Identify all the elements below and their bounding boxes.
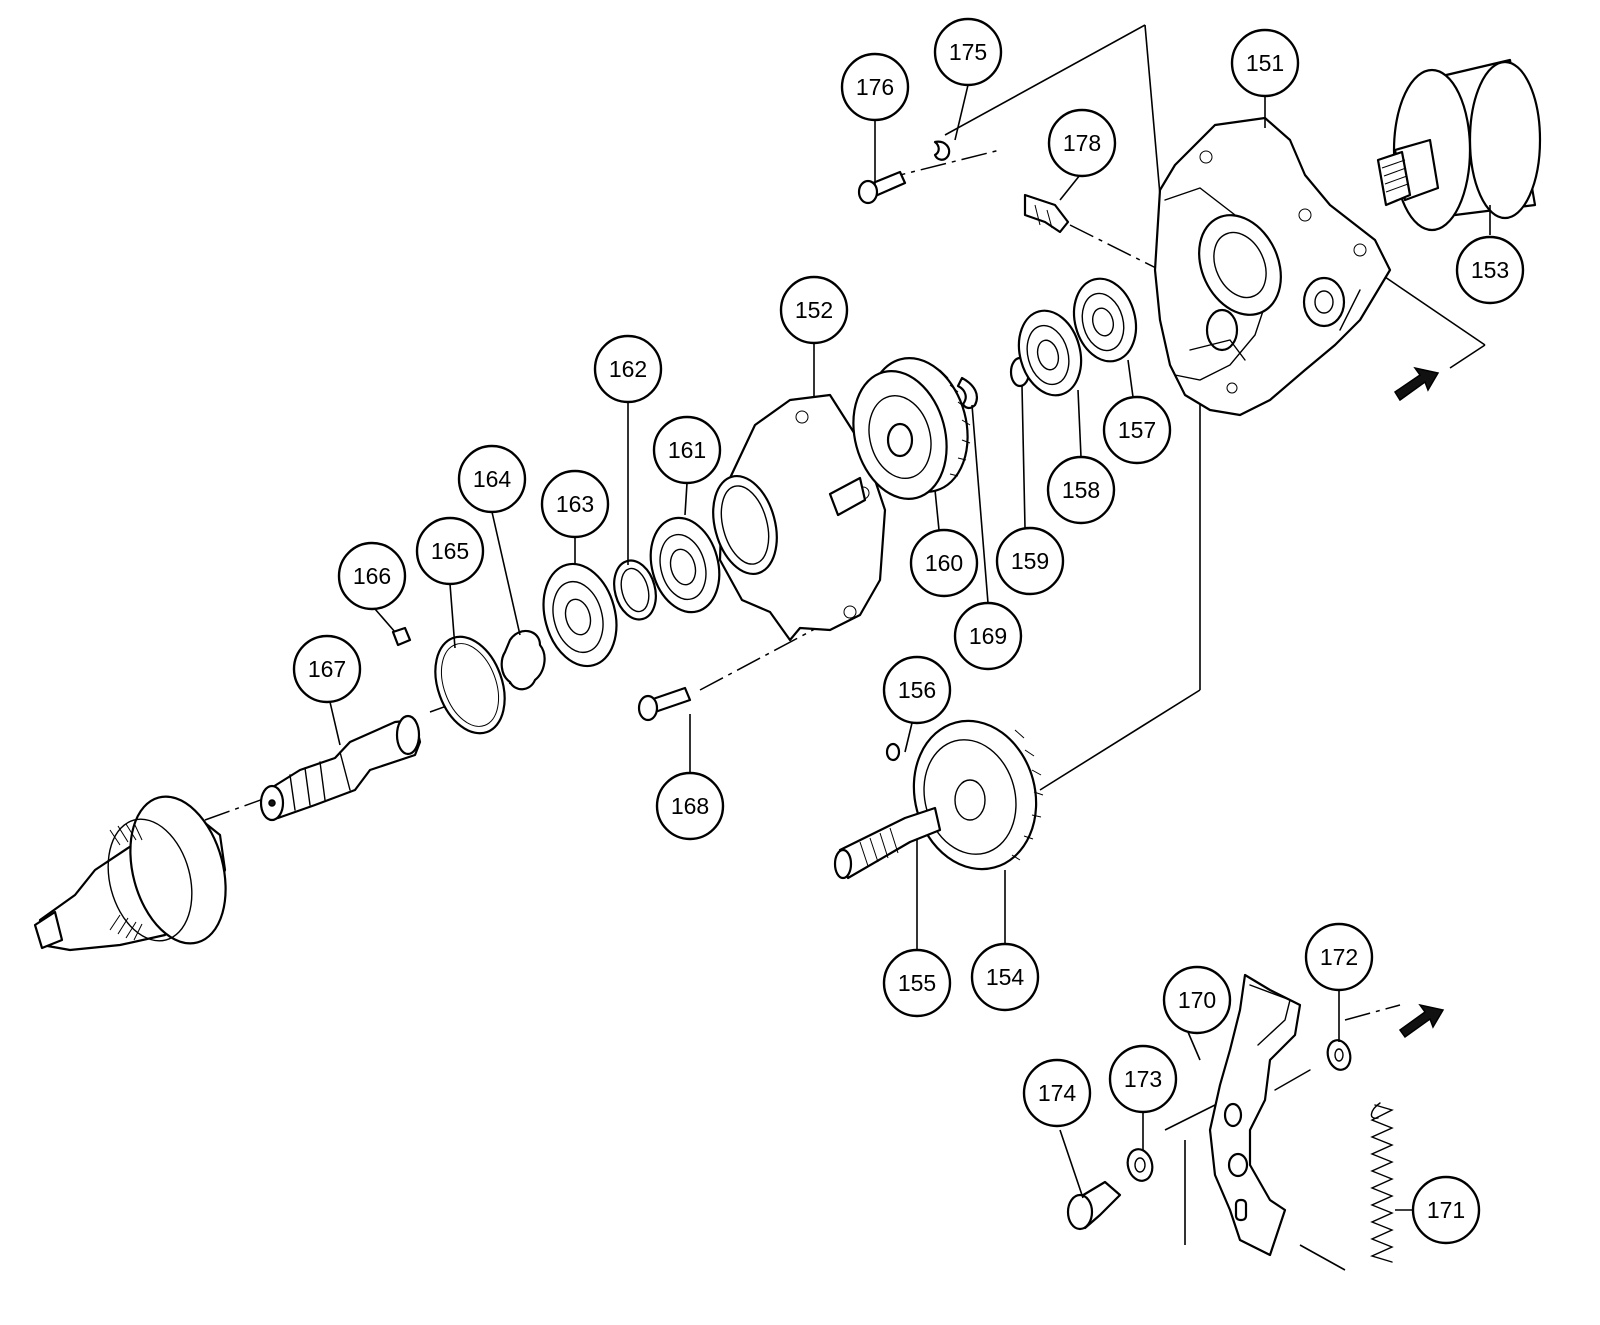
callout-label-166: 166 — [353, 563, 391, 589]
part-155-pinion-shaft — [833, 806, 942, 880]
callout-label-164: 164 — [473, 466, 512, 492]
callout-168: 168 — [655, 771, 725, 841]
part-172-washer — [1326, 1039, 1352, 1071]
part-167-spindle — [259, 714, 422, 822]
callout-151: 151 — [1230, 28, 1300, 98]
part-171-spring — [1370, 1102, 1394, 1263]
part-175-ring — [933, 140, 951, 161]
callout-166: 166 — [337, 541, 407, 611]
callout-label-173: 173 — [1124, 1066, 1162, 1092]
callout-label-163: 163 — [556, 491, 594, 517]
callout-162: 162 — [593, 334, 663, 404]
callout-label-174: 174 — [1038, 1080, 1077, 1106]
callout-label-156: 156 — [898, 677, 936, 703]
callout-155: 155 — [882, 948, 952, 1018]
part-174-bolt — [1066, 1180, 1122, 1231]
callout-153: 153 — [1455, 235, 1525, 305]
part-158-bearing — [1017, 309, 1083, 397]
callout-158: 158 — [1046, 455, 1116, 525]
callout-label-168: 168 — [671, 793, 709, 819]
part-156-key — [885, 742, 901, 762]
arrow-icon-lower — [1398, 1003, 1445, 1039]
part-166-key — [391, 626, 412, 647]
callout-159: 159 — [995, 526, 1065, 596]
part-154-gear — [912, 719, 1044, 871]
part-161-bearing — [649, 516, 721, 614]
callout-173: 173 — [1108, 1044, 1178, 1114]
callout-156: 156 — [882, 655, 952, 725]
part-151-housing — [1153, 116, 1392, 417]
callout-label-172: 172 — [1320, 944, 1358, 970]
callout-161: 161 — [652, 415, 722, 485]
callout-label-165: 165 — [431, 538, 469, 564]
callout-label-175: 175 — [949, 39, 987, 65]
arrow-icon-upper — [1393, 366, 1440, 402]
callout-171: 171 — [1411, 1175, 1481, 1245]
callout-label-152: 152 — [795, 297, 833, 323]
part-173-washer — [1126, 1148, 1154, 1182]
callout-154: 154 — [970, 942, 1040, 1012]
callout-157: 157 — [1102, 395, 1172, 465]
callout-label-161: 161 — [668, 437, 706, 463]
callout-label-159: 159 — [1011, 548, 1049, 574]
callout-label-171: 171 — [1427, 1197, 1465, 1223]
part-152-gear-cover — [712, 393, 887, 642]
callout-164: 164 — [457, 444, 527, 514]
callout-165: 165 — [415, 516, 485, 586]
callout-label-169: 169 — [969, 623, 1007, 649]
part-157-bearing — [1072, 277, 1138, 363]
part-168-screw — [637, 686, 692, 722]
callout-label-170: 170 — [1178, 987, 1216, 1013]
callout-leaders — [329, 84, 1491, 1211]
part-165-retaining-ring — [434, 635, 506, 735]
drill-chuck — [33, 795, 227, 952]
callout-163: 163 — [540, 469, 610, 539]
callout-label-153: 153 — [1471, 257, 1509, 283]
callout-152: 152 — [779, 275, 849, 345]
callout-label-155: 155 — [898, 970, 936, 996]
callout-label-167: 167 — [308, 656, 346, 682]
part-163-bearing — [542, 562, 618, 668]
callout-169: 169 — [953, 601, 1023, 671]
callout-175: 175 — [933, 17, 1003, 87]
part-160-gear — [852, 357, 971, 500]
callout-167: 167 — [292, 634, 362, 704]
part-164-wave-washer — [500, 629, 546, 691]
callout-160: 160 — [909, 528, 979, 598]
callout-label-151: 151 — [1246, 50, 1284, 76]
callout-label-162: 162 — [609, 356, 647, 382]
callout-174: 174 — [1022, 1058, 1092, 1128]
part-176-screw — [857, 170, 907, 205]
callout-170: 170 — [1162, 965, 1232, 1035]
callout-178: 178 — [1047, 108, 1117, 178]
callout-label-158: 158 — [1062, 477, 1100, 503]
part-153-motor-housing — [1376, 58, 1542, 232]
callout-label-157: 157 — [1118, 417, 1156, 443]
callouts: 151 152 153 154 155 156 157 158 159 160 … — [292, 17, 1525, 1245]
callout-176: 176 — [840, 52, 910, 122]
part-178-fitting — [1023, 193, 1070, 234]
callout-label-176: 176 — [856, 74, 894, 100]
callout-label-154: 154 — [986, 964, 1025, 990]
part-170-bracket — [1208, 973, 1302, 1257]
callout-label-178: 178 — [1063, 130, 1101, 156]
part-169-snap-ring — [956, 376, 978, 410]
callout-label-160: 160 — [925, 550, 963, 576]
callout-172: 172 — [1304, 922, 1374, 992]
